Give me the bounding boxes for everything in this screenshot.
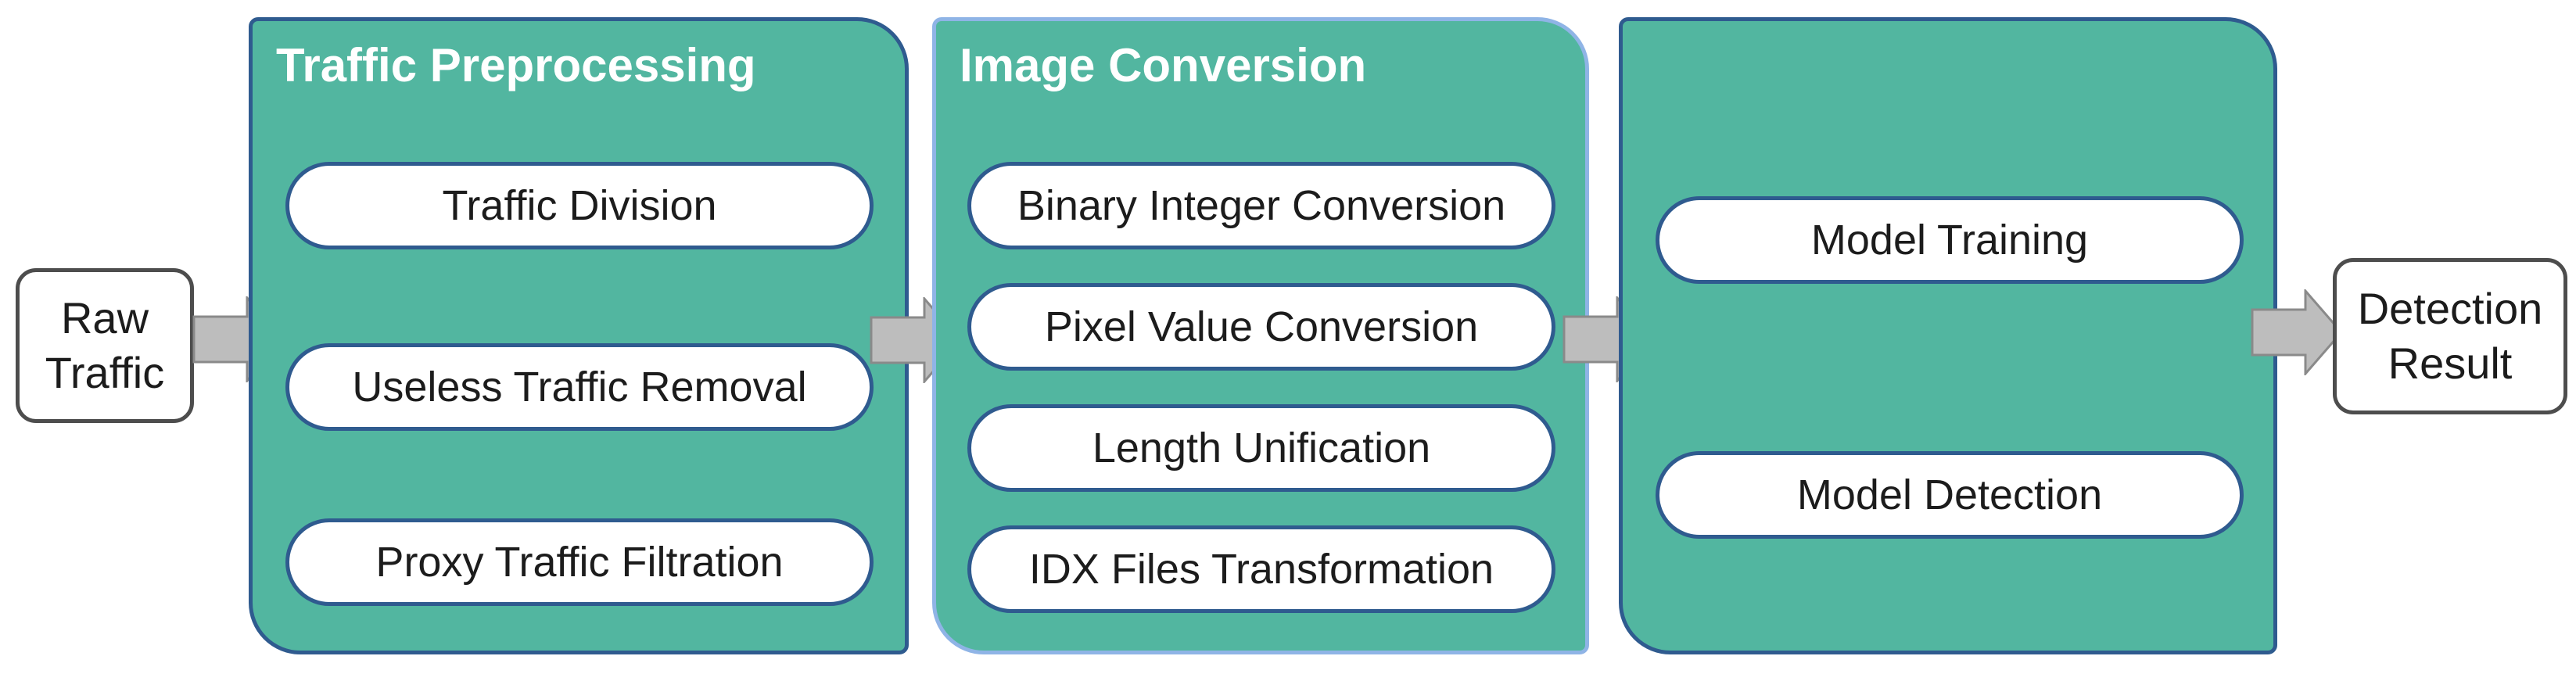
step-pixel-value-conversion: Pixel Value Conversion [967, 283, 1555, 371]
step-model-training: Model Training [1656, 196, 2244, 284]
step-proxy-traffic-filtration: Proxy Traffic Filtration [285, 518, 874, 606]
raw-traffic-label-line2: Traffic [45, 348, 165, 397]
traffic-preprocessing-panel: Traffic Preprocessing Traffic Division U… [249, 17, 909, 654]
raw-traffic-label-line1: Raw [60, 293, 149, 342]
image-conversion-title: Image Conversion [960, 39, 1367, 91]
traffic-preprocessing-title: Traffic Preprocessing [276, 39, 756, 91]
step-length-unification: Length Unification [967, 404, 1555, 492]
detection-result-box: Detection Result [2333, 258, 2567, 414]
step-binary-integer-conversion: Binary Integer Conversion [967, 162, 1555, 249]
step-idx-files-transformation: IDX Files Transformation [967, 525, 1555, 613]
step-traffic-division: Traffic Division [285, 162, 874, 249]
raw-traffic-box: Raw Traffic [16, 268, 194, 423]
step-useless-traffic-removal: Useless Traffic Removal [285, 343, 874, 431]
detection-result-label-line1: Detection [2357, 284, 2543, 333]
detection-result-label-line2: Result [2388, 339, 2513, 388]
model-panel: Model Training Model Detection [1619, 17, 2277, 654]
image-conversion-panel: Image Conversion Binary Integer Conversi… [932, 17, 1589, 654]
step-model-detection: Model Detection [1656, 451, 2244, 539]
flow-arrow-4 [2251, 289, 2343, 375]
